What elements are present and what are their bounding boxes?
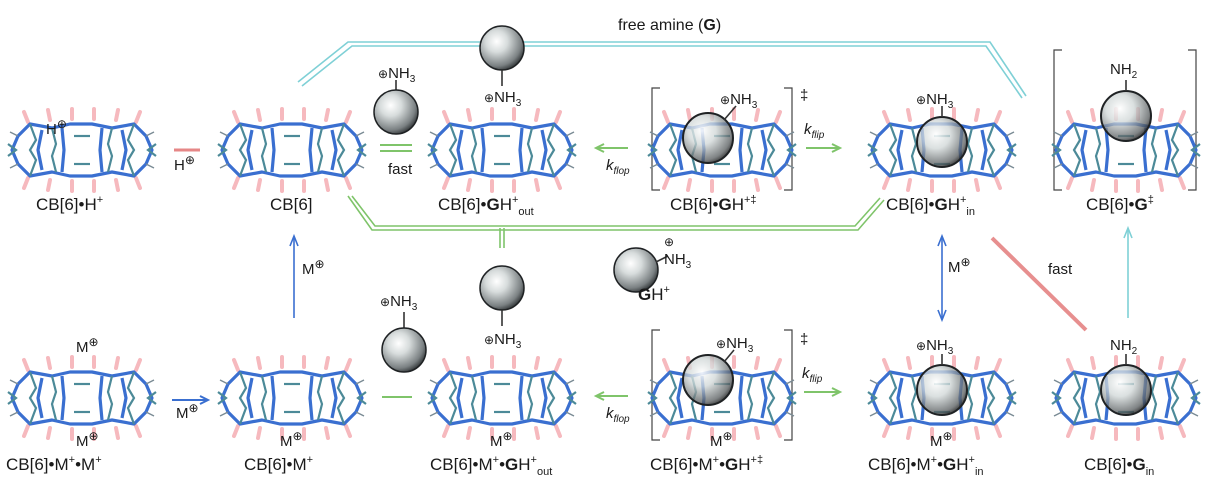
cb6-mghout-label: CB[6]•M+•GH+out	[430, 454, 552, 478]
m-plus-top-mm: M⊕	[76, 335, 99, 356]
kflop-top: kflop	[606, 157, 630, 177]
guest-sphere-middle	[613, 247, 669, 293]
cb6-ghin-label: CB[6]•GH+in	[886, 194, 975, 218]
ts-bracket-top	[651, 87, 793, 191]
eq-arrow-kflop-bottom	[593, 391, 628, 401]
eq-arrow-kflip-bottom	[804, 387, 843, 397]
guest-sphere-gdag	[1100, 80, 1152, 142]
guest-sphere-bottom-above	[479, 265, 525, 326]
m-plus-cb6m: M⊕	[280, 429, 303, 450]
guest-sphere-gin	[1100, 354, 1152, 416]
m-plus-mghin: M⊕	[930, 429, 953, 450]
kflip-bottom: kflip	[802, 365, 823, 385]
cb6-m-label: CB[6]•M+	[244, 454, 313, 474]
free-amine-label: free amine (G)	[618, 17, 721, 34]
nh3-bottom-above: ⊕NH3	[484, 331, 522, 351]
nh2-gdag: NH2	[1110, 61, 1138, 81]
guest-sphere-top	[479, 25, 525, 86]
nh2-gin: NH2	[1110, 337, 1138, 357]
nh3-ts-top: ⊕NH3	[720, 91, 758, 111]
fast-label-diag: fast	[1048, 261, 1073, 278]
cb6-gdag-label: CB[6]•G‡	[1086, 194, 1154, 214]
cb6-ghout-label: CB[6]•GH+out	[438, 194, 534, 218]
ts-bracket-bottom	[651, 329, 793, 441]
cb6-ghout-macrocycle	[426, 107, 578, 193]
kflop-bottom: kflop	[606, 405, 630, 425]
cb6-mm-macrocycle	[6, 355, 158, 441]
eq-arrow-kflop-top	[593, 143, 628, 153]
metal-arrow-right	[937, 233, 947, 323]
fast-arrow-diagonal	[990, 236, 1088, 332]
nh3-fast-top: ⊕NH3	[378, 65, 416, 85]
cb6-gin-label: CB[6]•Gin	[1084, 455, 1154, 478]
dagger-top: ‡	[800, 87, 808, 104]
m-plus-arrow-label: M⊕	[176, 401, 199, 422]
release-arrow	[1123, 225, 1133, 318]
eq-arrow-fast	[380, 144, 412, 152]
guest-sphere-fast-bottom	[381, 312, 427, 373]
fast-label-top: fast	[388, 161, 413, 178]
cb6-mm-label: CB[6]•M+•M+	[6, 454, 102, 474]
ts-bracket-gdag	[1053, 49, 1197, 191]
free-amine-arrow	[297, 41, 1027, 99]
cb6-mghin-label: CB[6]•M+•GH+in	[868, 454, 984, 478]
nh3-top-free: ⊕NH3	[484, 89, 522, 109]
cb6-h-macrocycle	[6, 107, 158, 193]
guest-sphere-in-bottom	[916, 354, 968, 416]
cb6-m-macrocycle	[216, 355, 368, 441]
metal-arrow-left	[289, 233, 299, 318]
h-plus-label: H⊕	[46, 117, 67, 138]
cb6-h-label: CB[6]•H+	[36, 194, 103, 214]
nh3-ts-bottom: ⊕NH3	[716, 335, 754, 355]
guest-sphere-ts-bottom	[682, 349, 735, 406]
dagger-bottom: ‡	[800, 331, 808, 348]
guest-sphere-ts-top	[682, 105, 737, 164]
guest-sphere-in-top	[916, 106, 968, 168]
guest-sphere-fast-top	[373, 80, 419, 135]
nh3-middle: ⊕NH3	[664, 235, 692, 271]
h-plus-arrow-label: H⊕	[174, 153, 195, 174]
kflip-top: kflip	[804, 121, 825, 141]
gh-plus-label: GH+	[638, 284, 670, 304]
m-plus-mghdag: M⊕	[710, 429, 733, 450]
m-plus-left: M⊕	[302, 257, 325, 278]
m-plus-bottom-mm: M⊕	[76, 429, 99, 450]
cb6-ghdag-label: CB[6]•GH+‡	[670, 194, 757, 214]
cb6-macrocycle	[216, 107, 368, 193]
nh3-in-bottom: ⊕NH3	[916, 337, 954, 357]
cb6-label: CB[6]	[270, 195, 313, 214]
nh3-in-top: ⊕NH3	[916, 91, 954, 111]
cb6-mghout-macrocycle	[426, 355, 578, 441]
cb6-mghdag-label: CB[6]•M+•GH+‡	[650, 454, 763, 474]
m-plus-right: M⊕	[948, 255, 971, 276]
binding-arrow-green	[347, 195, 885, 248]
m-plus-mghout: M⊕	[490, 429, 513, 450]
eq-arrow-m	[172, 395, 211, 405]
nh3-fast-bottom: ⊕NH3	[380, 293, 418, 313]
eq-arrow-kflip-top	[806, 143, 843, 153]
